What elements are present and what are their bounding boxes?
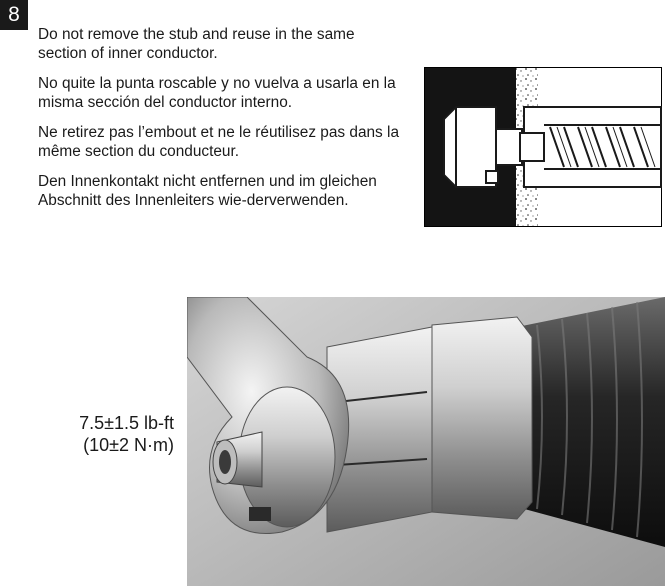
- connector-pin: [212, 431, 271, 521]
- step-number: 8: [8, 3, 20, 26]
- instruction-german: Den Innenkontakt nicht entfernen und im …: [38, 173, 377, 209]
- instruction-spanish: No quite la punta roscable y no vuelva a…: [38, 75, 396, 111]
- torque-imperial: 7.5±1.5 lb-ft: [79, 413, 174, 433]
- inner-conductor-cross-section-diagram: [424, 67, 662, 227]
- instructions-block: Do not remove the stub and reuse in the …: [38, 25, 403, 221]
- connector-wrench-photo: [187, 297, 665, 586]
- instruction-french: Ne retirez pas l’embout et ne le réutili…: [38, 124, 400, 160]
- threaded-stub: [443, 106, 660, 188]
- torque-metric: (10±2 N·m): [83, 435, 174, 455]
- torque-spec: 7.5±1.5 lb-ft (10±2 N·m): [50, 412, 174, 456]
- instruction-english: Do not remove the stub and reuse in the …: [38, 26, 355, 62]
- collet-slots: [336, 391, 428, 466]
- step-number-badge: 8: [0, 0, 28, 30]
- connector-back-nut: [431, 316, 533, 520]
